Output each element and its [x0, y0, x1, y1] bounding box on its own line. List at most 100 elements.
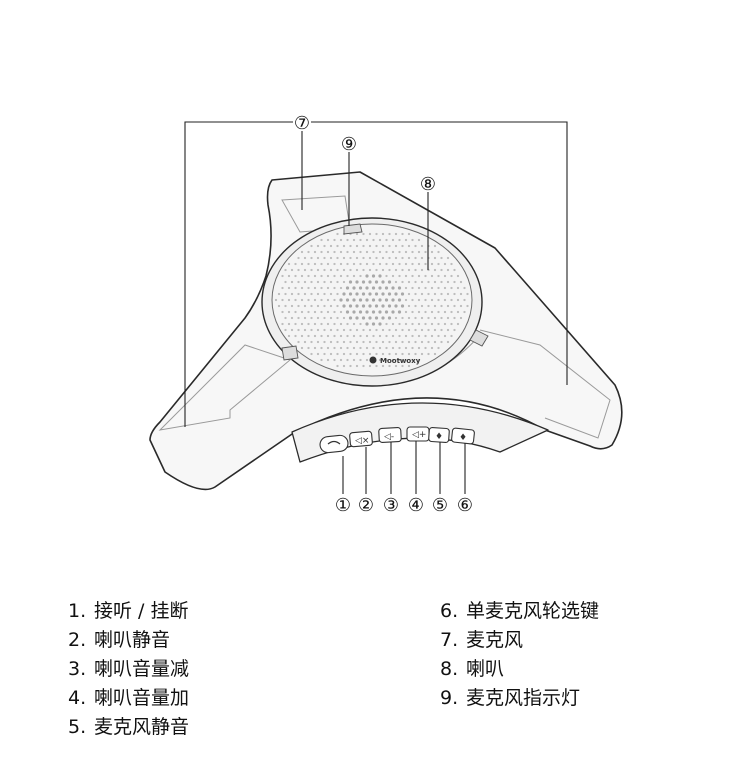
grille-dot — [381, 316, 385, 320]
grille-dot — [424, 346, 427, 350]
grille-dot — [437, 310, 440, 314]
grille-dot — [404, 358, 408, 362]
grille-dot — [437, 334, 440, 338]
grille-dot — [385, 334, 388, 338]
grille-dot — [391, 310, 395, 314]
grille-dot — [424, 262, 427, 266]
grille-dot — [437, 274, 440, 278]
grille-dot — [352, 250, 356, 254]
grille-dot — [450, 334, 453, 338]
grille-dot — [404, 286, 408, 290]
grille-dot — [417, 298, 421, 302]
grille-dot — [329, 244, 333, 248]
grille-dot — [375, 268, 378, 272]
grille-dot — [398, 358, 401, 362]
grille-dot — [320, 310, 323, 314]
answer-hangup-button[interactable] — [319, 434, 349, 454]
grille-dot — [323, 352, 326, 356]
grille-dot — [348, 304, 353, 308]
grille-dot — [320, 358, 323, 362]
grille-dot — [346, 358, 349, 362]
grille-dot — [320, 238, 323, 242]
grille-dot — [284, 268, 287, 272]
leader-7 — [184, 121, 293, 427]
grille-dot — [362, 268, 365, 272]
grille-dot — [381, 292, 385, 296]
grille-dot — [342, 364, 346, 368]
grille-dot — [398, 250, 401, 254]
grille-dot — [401, 328, 404, 332]
grille-dot — [346, 274, 349, 278]
speaker-mute-button[interactable] — [349, 430, 373, 448]
mic-mute-button[interactable] — [428, 426, 450, 444]
grille-dot — [339, 274, 343, 278]
grille-dot — [414, 328, 417, 332]
grille-dot — [404, 346, 408, 350]
volume-down-icon: ◁- — [384, 432, 394, 442]
legend-number: 5. — [68, 716, 87, 738]
grille-dot — [355, 256, 359, 260]
grille-dot — [414, 304, 417, 308]
grille-dot — [417, 310, 421, 314]
grille-dot — [437, 286, 440, 290]
volume-down-button[interactable] — [378, 427, 402, 443]
grille-dot — [336, 232, 339, 236]
mic-select-button[interactable] — [451, 427, 475, 445]
grille-dot — [401, 256, 404, 260]
grille-dot — [294, 286, 297, 290]
grille-dot — [453, 316, 456, 320]
grille-dot — [316, 244, 320, 248]
grille-dot — [407, 352, 411, 356]
grille-dot — [414, 352, 417, 356]
grille-dot — [446, 328, 450, 332]
grille-dot — [329, 304, 333, 308]
grille-dot — [411, 358, 414, 362]
grille-dot — [368, 232, 372, 236]
grille-dot — [459, 316, 463, 320]
grille-dot — [320, 346, 323, 350]
grille-dot — [398, 238, 401, 242]
grille-dot — [287, 262, 291, 266]
grille-dot — [446, 316, 450, 320]
grille-dot — [326, 286, 330, 290]
grille-dot — [365, 274, 369, 278]
grille-dot — [316, 256, 320, 260]
grille-dot — [459, 280, 463, 284]
grille-dot — [378, 298, 382, 302]
grille-dot — [450, 298, 453, 302]
grille-dot — [463, 286, 466, 290]
grille-dot — [414, 244, 417, 248]
grille-dot — [411, 274, 414, 278]
grille-dot — [359, 250, 362, 254]
grille-dot — [411, 262, 414, 266]
grille-dot — [362, 340, 365, 344]
grille-dot — [420, 268, 424, 272]
grille-dot — [374, 280, 379, 284]
buttons: ◁× ◁- ◁+ ♦ ♦ — [319, 426, 475, 454]
grille-dot — [407, 292, 411, 296]
grille-dot — [346, 238, 349, 242]
grille-dot — [326, 298, 330, 302]
grille-dot — [303, 268, 307, 272]
grille-dot — [453, 280, 456, 284]
grille-dot — [420, 292, 424, 296]
grille-dot — [404, 334, 408, 338]
grille-dot — [349, 268, 352, 272]
grille-dot — [281, 298, 284, 302]
grille-dot — [303, 304, 307, 308]
grille-dot — [424, 286, 427, 290]
legend-text: 喇叭 — [466, 658, 505, 680]
grille-dot — [372, 334, 375, 338]
grille-dot — [287, 298, 291, 302]
grille-dot — [348, 292, 353, 296]
grille-dot — [329, 316, 333, 320]
grille-dot — [391, 322, 395, 326]
grille-dot — [446, 268, 450, 272]
grille-dot — [336, 244, 339, 248]
grille-dot — [359, 346, 362, 350]
grille-dot — [326, 238, 330, 242]
grille-dot — [378, 346, 382, 350]
grille-dot — [430, 334, 434, 338]
grille-dot — [414, 316, 417, 320]
grille-dot — [456, 286, 460, 290]
